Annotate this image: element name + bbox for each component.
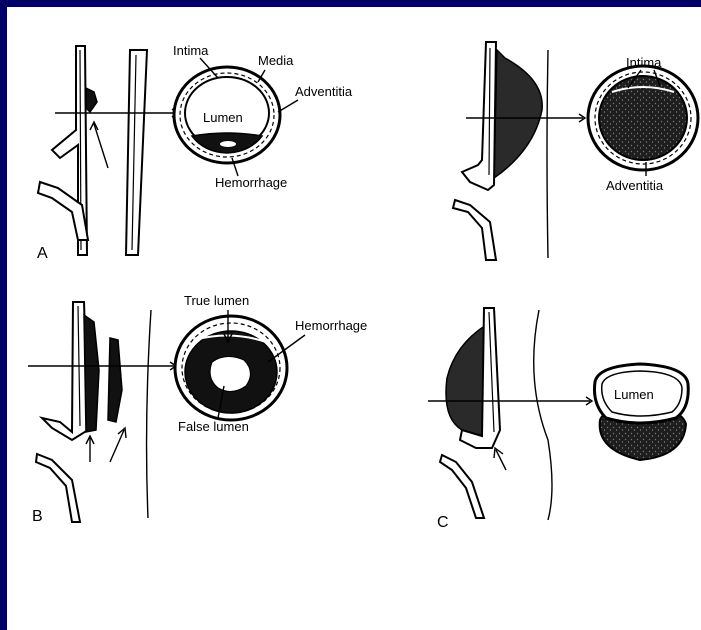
panel-c-letter: C bbox=[437, 514, 449, 531]
top-right-intima-label: Intima bbox=[626, 55, 662, 70]
panel-a: Intima Media Adventitia Lumen Hemorrhage… bbox=[37, 43, 353, 262]
top-right-thrombosed-lumen bbox=[599, 76, 687, 160]
aortic-dissection-diagram: Intima Media Adventitia Lumen Hemorrhage… bbox=[7, 7, 701, 630]
panel-b: True lumen Hemorrhage False lumen B bbox=[28, 293, 367, 525]
false-lumen-label: False lumen bbox=[178, 419, 249, 434]
panel-top-right: Intima Adventitia bbox=[453, 42, 698, 260]
panel-a-pointer-arrow bbox=[94, 124, 108, 168]
intima-label: Intima bbox=[173, 43, 209, 58]
panel-c-lumen-label: Lumen bbox=[614, 387, 654, 402]
panel-b-true-lumen bbox=[210, 356, 251, 391]
panel-a-vessel-wall bbox=[38, 46, 147, 255]
top-right-hemorrhage-mass bbox=[494, 50, 542, 178]
panel-a-hemorrhage-spot bbox=[86, 88, 97, 112]
top-right-adventitia-label: Adventitia bbox=[606, 178, 664, 193]
true-lumen-label: True lumen bbox=[184, 293, 249, 308]
top-right-cross-section bbox=[588, 66, 698, 170]
panel-b-hemorrhage-label: Hemorrhage bbox=[295, 318, 367, 333]
panel-a-letter: A bbox=[37, 245, 48, 262]
panel-b-outer-wall bbox=[147, 310, 151, 518]
panel-c-outer-wall bbox=[534, 310, 552, 520]
panel-c-cross-section bbox=[594, 364, 688, 460]
panel-c: Lumen C bbox=[428, 308, 688, 531]
diagram-panel: Intima Media Adventitia Lumen Hemorrhage… bbox=[7, 7, 701, 630]
lumen-label: Lumen bbox=[203, 110, 243, 125]
panel-b-dissection-right bbox=[108, 338, 122, 422]
hemorrhage-label: Hemorrhage bbox=[215, 175, 287, 190]
panel-b-dissection-left bbox=[84, 315, 99, 432]
adventitia-label: Adventitia bbox=[295, 84, 353, 99]
top-right-outer-wall bbox=[547, 50, 548, 258]
panel-b-cross-section bbox=[175, 316, 287, 420]
panel-b-letter: B bbox=[32, 508, 43, 525]
media-label: Media bbox=[258, 53, 294, 68]
